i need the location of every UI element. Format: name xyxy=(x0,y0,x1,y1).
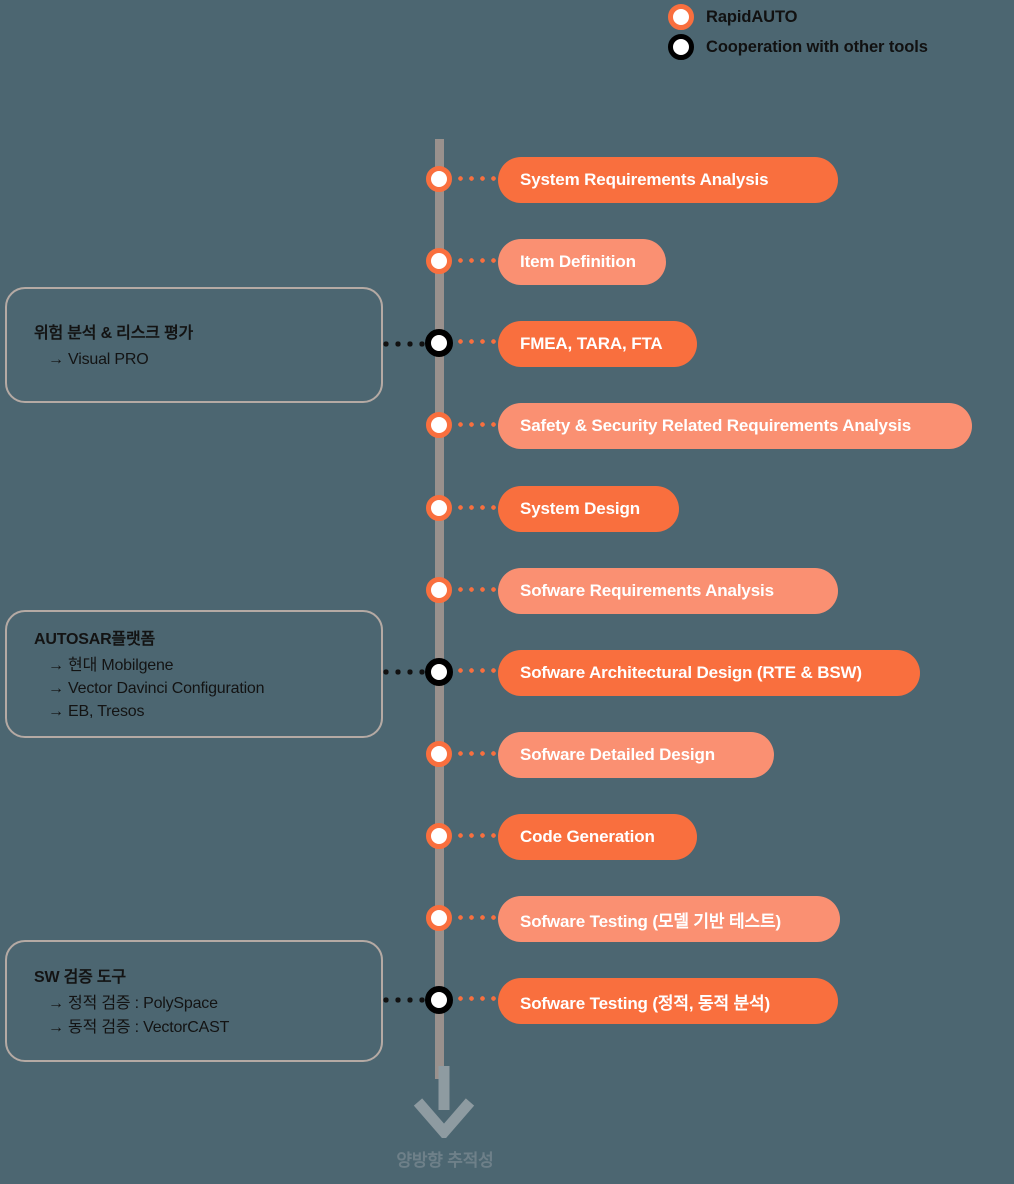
timeline-node-rapid[interactable] xyxy=(426,741,452,767)
toolbox-node-connector xyxy=(380,341,428,347)
legend: RapidAUTO Cooperation with other tools xyxy=(668,2,1008,62)
node-pill-connector xyxy=(455,751,504,756)
node-pill-connector xyxy=(455,505,504,510)
node-pill-connector xyxy=(455,587,504,592)
toolbox-title: SW 검증 도구 xyxy=(34,969,126,987)
stage-pill-label: Sofware Detailed Design xyxy=(520,745,715,764)
timeline-node-coop[interactable] xyxy=(425,986,453,1014)
stage-pill-label: Sofware Requirements Analysis xyxy=(520,581,774,600)
toolbox-title: AUTOSAR플랫폼 xyxy=(34,630,155,648)
toolbox[interactable]: SW 검증 도구 → 정적 검증 : PolySpace → 동적 검증 : Vec… xyxy=(5,940,383,1062)
node-pill-connector xyxy=(455,258,504,263)
node-pill-connector xyxy=(455,176,504,181)
node-pill-connector xyxy=(455,996,504,1001)
stage-pill-label: System Requirements Analysis xyxy=(520,170,769,189)
circle-ring-icon xyxy=(668,34,694,60)
toolbox-line: → 정적 검증 : PolySpace xyxy=(48,995,218,1013)
stage-pill[interactable]: System Design xyxy=(498,486,679,532)
stage-pill-label: Sofware Testing (정적, 동적 분석) xyxy=(520,993,771,1013)
legend-item-label: Cooperation with other tools xyxy=(706,37,928,56)
toolbox-title: 위험 분석 & 리스크 평가 xyxy=(34,324,194,342)
arrow-down-icon xyxy=(412,1066,476,1141)
node-pill-connector xyxy=(455,339,504,344)
stage-pill[interactable]: Code Generation xyxy=(498,814,697,860)
legend-item-label: RapidAUTO xyxy=(706,7,798,26)
stage-pill-label: System Design xyxy=(520,499,640,518)
toolbox-line: → 현대 Mobilgene xyxy=(48,656,174,674)
node-pill-connector xyxy=(455,833,504,838)
toolbox-line: → Visual PRO xyxy=(48,350,149,368)
legend-item-rapid: RapidAUTO xyxy=(668,2,1008,32)
stage-pill[interactable]: Item Definition xyxy=(498,239,666,285)
toolbox-node-connector xyxy=(380,997,426,1003)
toolbox-line: → Vector Davinci Configuration xyxy=(48,679,265,697)
stage-pill-label: Safety & Security Related Requirements A… xyxy=(520,416,912,435)
stage-pill[interactable]: Sofware Detailed Design xyxy=(498,732,774,778)
timeline-node-coop[interactable] xyxy=(425,658,453,686)
stage-pill[interactable]: System Requirements Analysis xyxy=(498,157,838,203)
toolbox-line: → EB, Tresos xyxy=(48,703,145,721)
legend-item-coop: Cooperation with other tools xyxy=(668,32,1008,62)
stage-pill[interactable]: Sofware Architectural Design (RTE & BSW) xyxy=(498,650,920,696)
stage-pill-label: Item Definition xyxy=(520,252,636,271)
timeline-node-rapid[interactable] xyxy=(426,905,452,931)
circle-ring-icon xyxy=(668,4,694,30)
timeline-node-rapid[interactable] xyxy=(426,823,452,849)
stage-pill-label: FMEA, TARA, FTA xyxy=(520,334,663,353)
stage-pill[interactable]: FMEA, TARA, FTA xyxy=(498,321,697,367)
timeline-node-rapid[interactable] xyxy=(426,412,452,438)
traceability-caption: 양방향 추적성 xyxy=(396,1151,494,1170)
timeline-node-rapid[interactable] xyxy=(426,248,452,274)
stage-pill[interactable]: Safety & Security Related Requirements A… xyxy=(498,403,972,449)
node-pill-connector xyxy=(455,422,504,427)
timeline-node-rapid[interactable] xyxy=(426,166,452,192)
timeline-node-coop[interactable] xyxy=(425,329,453,357)
timeline-node-rapid[interactable] xyxy=(426,495,452,521)
toolbox[interactable]: 위험 분석 & 리스크 평가 → Visual PRO xyxy=(5,287,383,403)
toolbox[interactable]: AUTOSAR플랫폼 → 현대 Mobilgene → Vector Davinci… xyxy=(5,610,383,738)
timeline-spine xyxy=(435,139,444,1079)
stage-pill[interactable]: Sofware Testing (모델 기반 테스트) xyxy=(498,896,840,942)
toolbox-line: → 동적 검증 : VectorCAST xyxy=(48,1018,230,1036)
stage-pill-label: Code Generation xyxy=(520,827,655,846)
stage-pill-label: Sofware Testing (모델 기반 테스트) xyxy=(520,911,781,931)
stage-pill[interactable]: Sofware Requirements Analysis xyxy=(498,568,838,614)
toolbox-node-connector xyxy=(380,669,426,675)
stage-pill[interactable]: Sofware Testing (정적, 동적 분석) xyxy=(498,978,838,1024)
node-pill-connector xyxy=(455,668,504,673)
timeline-node-rapid[interactable] xyxy=(426,577,452,603)
stage-pill-label: Sofware Architectural Design (RTE & BSW) xyxy=(520,663,862,682)
node-pill-connector xyxy=(455,915,504,920)
